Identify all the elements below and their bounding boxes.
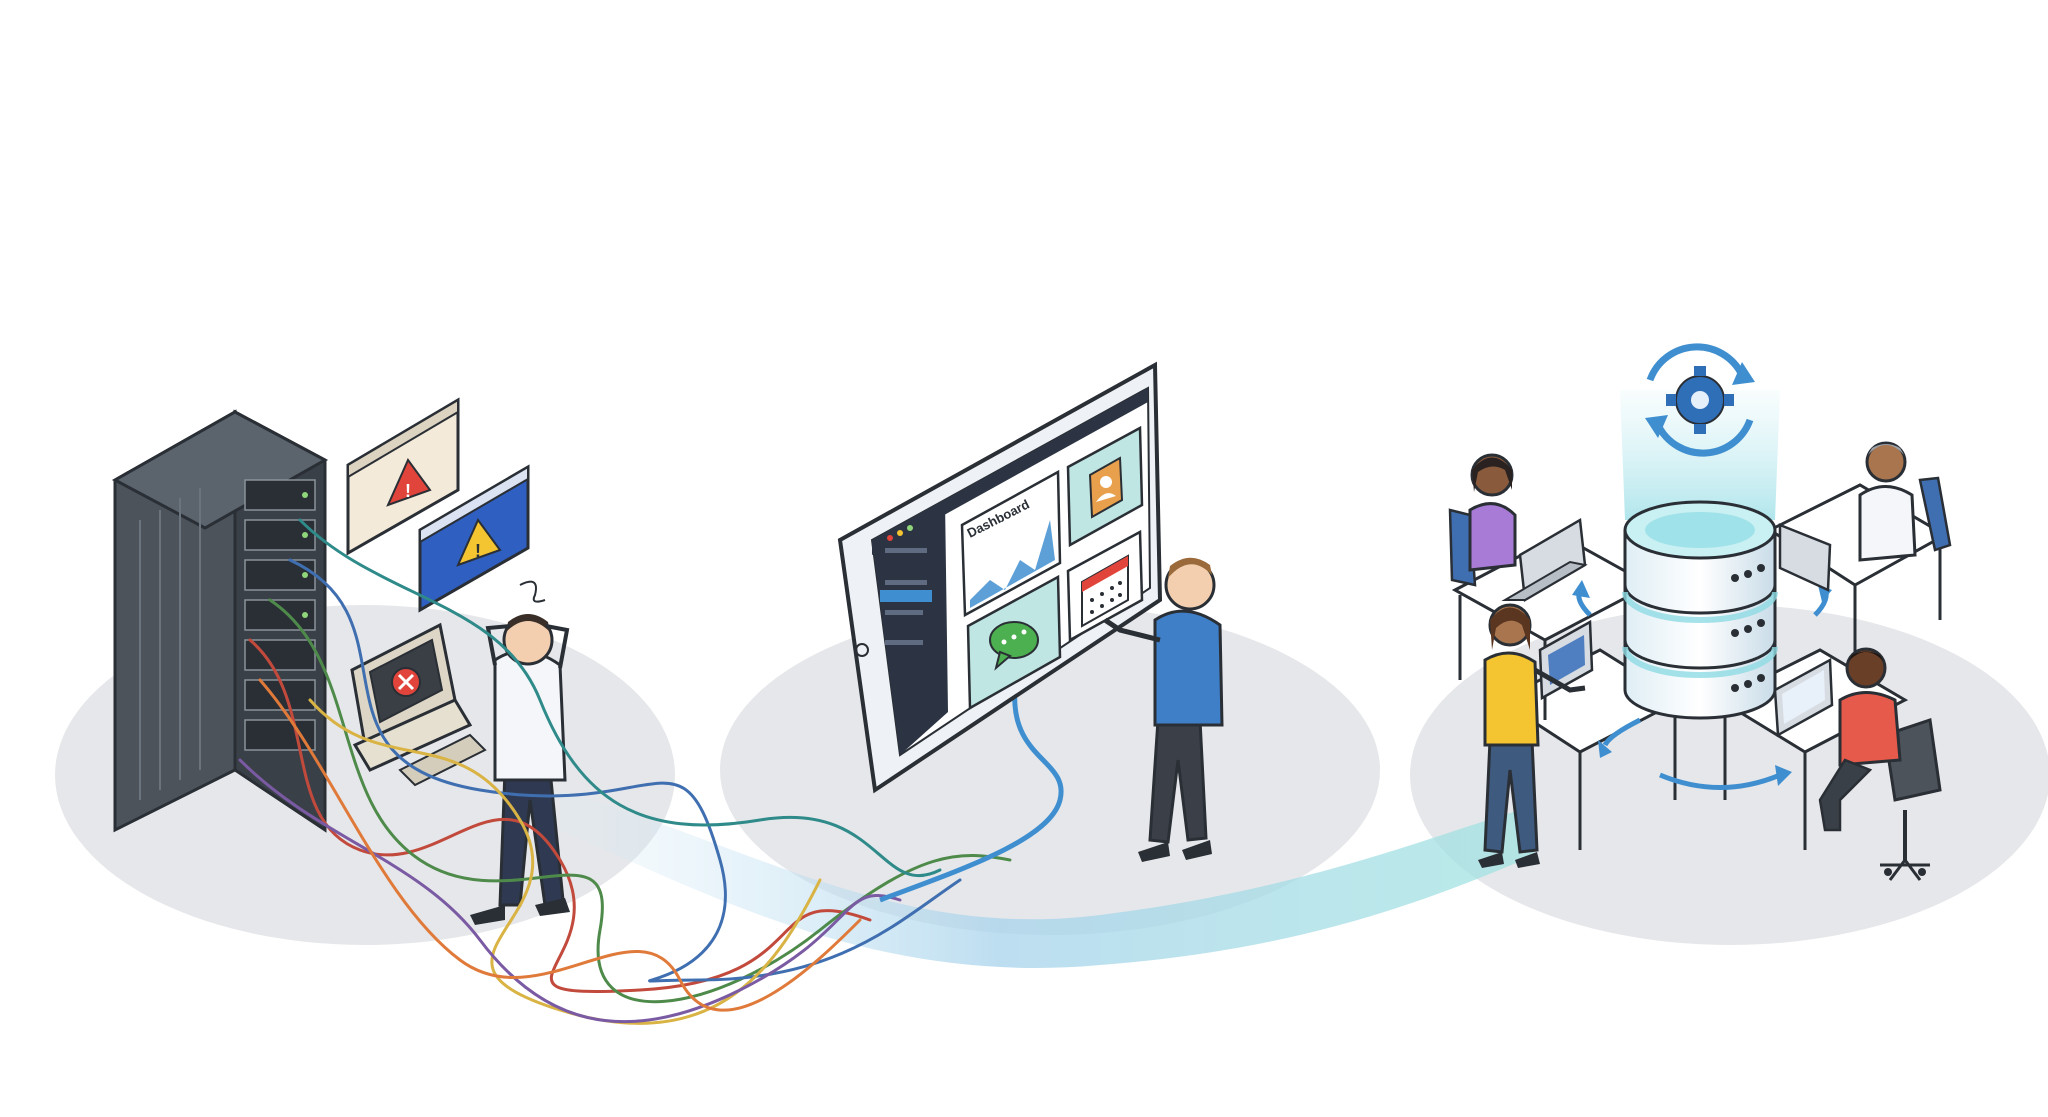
tangled-cables-icon — [238, 518, 1012, 1025]
chart-icon — [970, 520, 1055, 608]
team-section — [1448, 343, 1952, 881]
calendar-card[interactable] — [1066, 529, 1144, 643]
old-computer — [350, 622, 487, 787]
legacy-section: ! ! — [111, 397, 1012, 1025]
tablet-cable — [879, 689, 1064, 903]
chart-card[interactable]: Dashboard — [960, 469, 1062, 618]
svg-text:!: ! — [405, 481, 411, 501]
calendar-icon — [1081, 554, 1129, 628]
server-rack-icon — [111, 409, 329, 833]
svg-text:!: ! — [475, 541, 481, 561]
database-icon — [1622, 500, 1778, 720]
tablet-device: Dashboard — [837, 361, 1163, 794]
team-member-purple — [1448, 453, 1517, 587]
team-member-yellow — [1478, 603, 1586, 868]
dashboard-user — [1103, 557, 1224, 862]
home-button[interactable] — [855, 643, 869, 657]
flow-ribbon — [560, 790, 1535, 968]
laptop-icon — [1773, 657, 1834, 738]
sync-gear-icon — [1645, 343, 1755, 457]
chat-icon — [989, 621, 1039, 671]
contacts-icon — [1088, 456, 1124, 519]
stressed-person — [470, 580, 570, 925]
chat-card[interactable] — [966, 574, 1062, 711]
warning-icon: ! — [386, 458, 432, 507]
warning-icon: ! — [456, 518, 502, 567]
dashboard-section: Dashboard — [837, 361, 1224, 903]
sync-arrows — [1572, 580, 1832, 790]
laptop-icon — [1501, 517, 1588, 603]
team-member-red — [1818, 647, 1942, 881]
error-icon — [391, 667, 421, 697]
warning-window-blue: ! — [418, 464, 530, 613]
contacts-card[interactable] — [1066, 425, 1144, 548]
laptop-icon — [1778, 523, 1832, 592]
tablet-sidebar — [872, 500, 948, 755]
team-member-white-shirt — [1858, 441, 1952, 562]
warning-window-beige: ! — [346, 397, 460, 556]
